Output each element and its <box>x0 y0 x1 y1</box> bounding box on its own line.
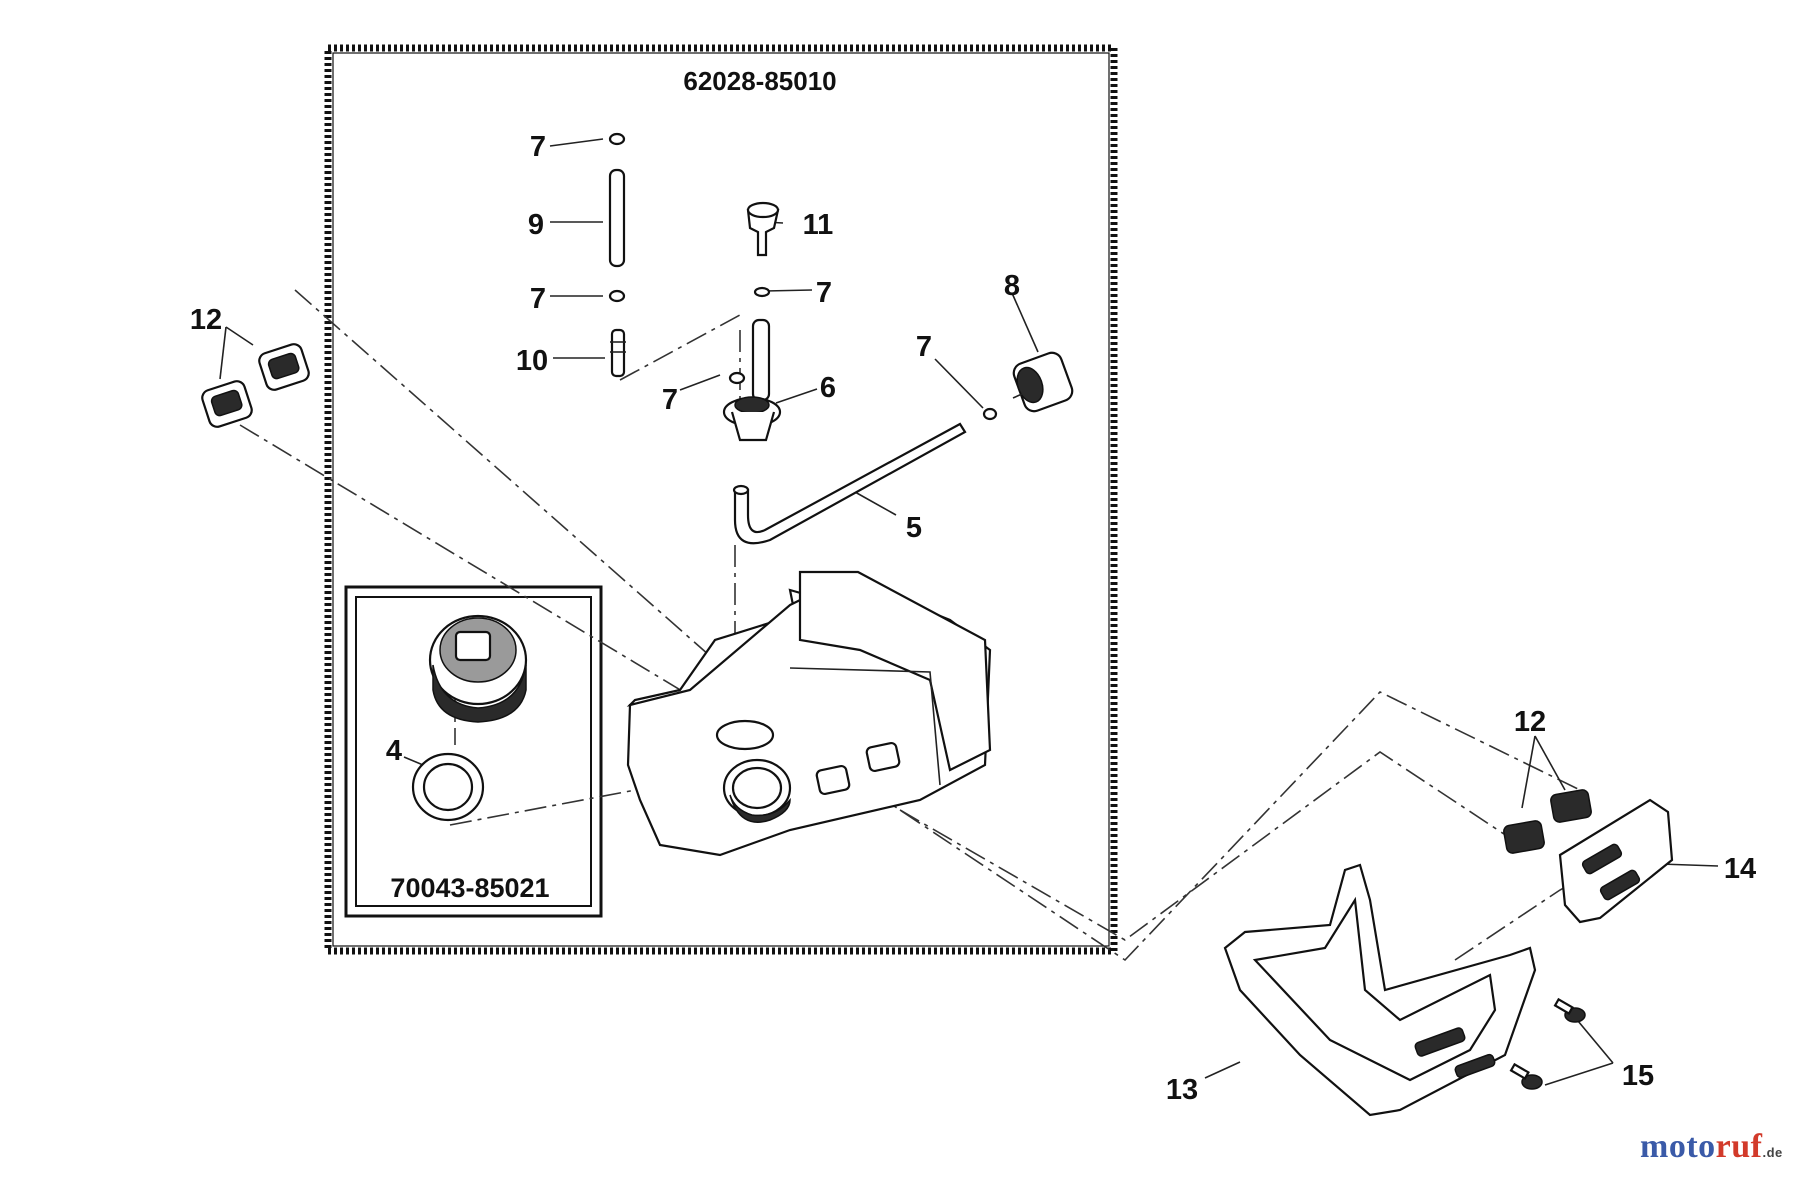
callout-12: 12 <box>1514 706 1546 738</box>
rubber-mount-icon <box>201 343 310 428</box>
fuel-filter-icon <box>746 201 780 298</box>
watermark-part1: moto <box>1640 1128 1716 1165</box>
callout-11: 11 <box>803 209 834 241</box>
callout-7: 7 <box>816 277 832 309</box>
callout-13: 13 <box>1166 1074 1198 1106</box>
callout-4: 4 <box>386 735 402 767</box>
watermark-logo: motoruf.de <box>1640 1128 1783 1166</box>
fuel-pipe-icon <box>732 422 967 545</box>
watermark-part2: ruf <box>1715 1128 1763 1165</box>
assembly-code-main: 62028-85010 <box>683 66 836 96</box>
callout-7: 7 <box>916 331 932 363</box>
fuel-tank-icon <box>626 570 992 857</box>
callout-7: 7 <box>662 384 678 416</box>
callout-10: 10 <box>516 345 548 377</box>
handle-frame-icon <box>1223 863 1537 1117</box>
assembly-frame-62028-85010 <box>324 44 1118 955</box>
grommet-icon <box>722 318 782 442</box>
bracket-icon <box>1558 798 1674 924</box>
screw-icon <box>1509 997 1586 1090</box>
primer-bulb-icon <box>982 351 1074 421</box>
rubber-mount-right-icon <box>1503 789 1592 854</box>
callout-7: 7 <box>530 131 546 163</box>
callout-labels: 7 9 7 10 11 7 7 6 8 7 5 12 4 12 14 13 15 <box>190 131 1756 1106</box>
fuel-hose-icon <box>608 132 626 378</box>
callout-12: 12 <box>190 304 222 336</box>
assembly-code-cap: 70043-85021 <box>390 873 549 903</box>
watermark-part3: .de <box>1762 1145 1783 1160</box>
fuel-cap-icon <box>411 614 528 822</box>
callout-8: 8 <box>1004 270 1020 302</box>
callout-9: 9 <box>528 209 544 241</box>
callout-7: 7 <box>530 283 546 315</box>
callout-14: 14 <box>1724 853 1756 885</box>
callout-6: 6 <box>820 372 836 404</box>
callout-15: 15 <box>1622 1060 1654 1092</box>
leader-lines <box>219 138 1719 1086</box>
cap-assembly-frame <box>344 585 603 918</box>
callout-5: 5 <box>906 512 922 544</box>
